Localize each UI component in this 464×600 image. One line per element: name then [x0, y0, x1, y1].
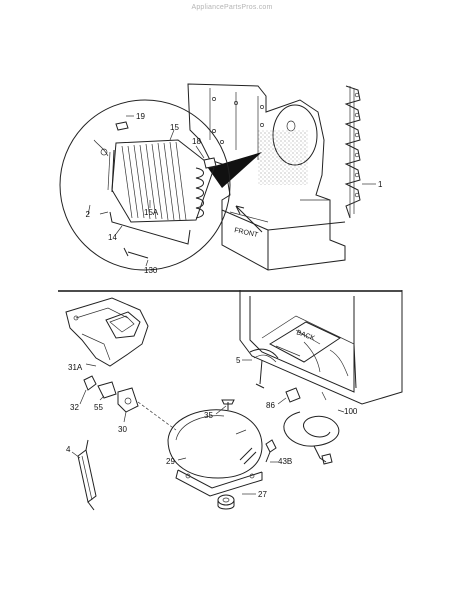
label-2: 2 — [86, 210, 91, 219]
power-cord-100 — [283, 391, 340, 465]
pad-19 — [115, 121, 129, 131]
watermark-text: AppliancePartsPros.com — [191, 4, 273, 11]
grommet-27 — [217, 494, 235, 510]
label-18: 18 — [192, 137, 201, 146]
compressor — [167, 399, 263, 497]
drier-4 — [77, 439, 97, 511]
wire-harness-5 — [249, 348, 279, 389]
drain-pan — [65, 297, 149, 367]
pad-18 — [203, 157, 217, 169]
label-4: 4 — [66, 445, 71, 454]
label-29: 29 — [166, 457, 175, 466]
label-100: 100 — [344, 407, 358, 416]
part-86 — [285, 387, 301, 403]
label-19: 19 — [136, 112, 145, 121]
clip-43b — [265, 439, 277, 463]
label-5: 5 — [236, 356, 241, 365]
overload-55 — [97, 381, 117, 399]
cabinet-lower — [239, 290, 403, 405]
label-31a: 31A — [68, 363, 83, 372]
zoom-pointer — [208, 152, 262, 188]
label-35: 35 — [204, 411, 213, 420]
bracket-14 — [109, 211, 191, 245]
label-15: 15 — [170, 123, 179, 132]
label-32: 32 — [70, 403, 79, 412]
label-30: 30 — [118, 425, 127, 434]
screw-130 — [123, 247, 149, 259]
label-15a: 15A — [144, 208, 159, 217]
label-back: BACK — [295, 329, 316, 342]
condenser-coil-rear — [344, 85, 361, 219]
cabinet-upper — [187, 83, 346, 271]
detail-zoom-circle — [59, 99, 231, 271]
condenser-assembly — [107, 139, 215, 223]
bracket-32 — [83, 375, 97, 391]
label-55: 55 — [94, 403, 103, 412]
label-86: 86 — [266, 401, 275, 410]
label-front: FRONT — [234, 227, 260, 239]
label-27: 27 — [258, 490, 267, 499]
label-43b: 43B — [278, 457, 292, 466]
relay-30 — [117, 387, 139, 413]
label-1: 1 — [378, 180, 383, 189]
label-130: 130 — [144, 266, 158, 275]
label-14: 14 — [108, 233, 117, 242]
